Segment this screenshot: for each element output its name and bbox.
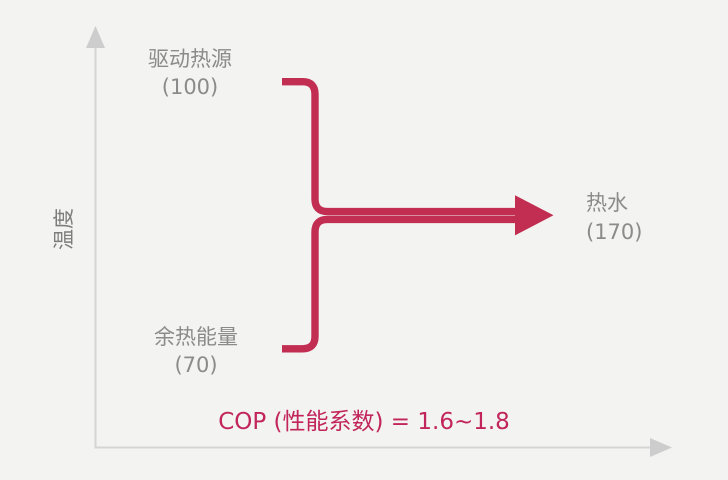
driving-heat-flow-path <box>282 78 518 216</box>
driving-heat-label: 驱动热源 (100) <box>148 45 232 101</box>
driving-heat-value: (100) <box>161 75 219 99</box>
cop-annotation: COP (性能系数) = 1.6~1.8 <box>218 409 510 435</box>
hot-water-label: 热水 (170) <box>586 189 642 247</box>
driving-heat-name: 驱动热源 <box>148 47 232 71</box>
hot-water-name: 热水 <box>586 191 628 215</box>
y-axis-arrowhead-icon <box>86 26 105 48</box>
output-arrowhead-icon <box>515 195 554 236</box>
waste-heat-flow-path <box>282 215 518 353</box>
waste-heat-value: (70) <box>174 353 218 377</box>
waste-heat-label: 余热能量 (70) <box>154 323 238 379</box>
waste-heat-name: 余热能量 <box>154 325 238 349</box>
hot-water-value: (170) <box>586 220 643 244</box>
y-axis-label: 温度 <box>52 208 76 250</box>
x-axis-arrowhead-icon <box>650 438 672 457</box>
